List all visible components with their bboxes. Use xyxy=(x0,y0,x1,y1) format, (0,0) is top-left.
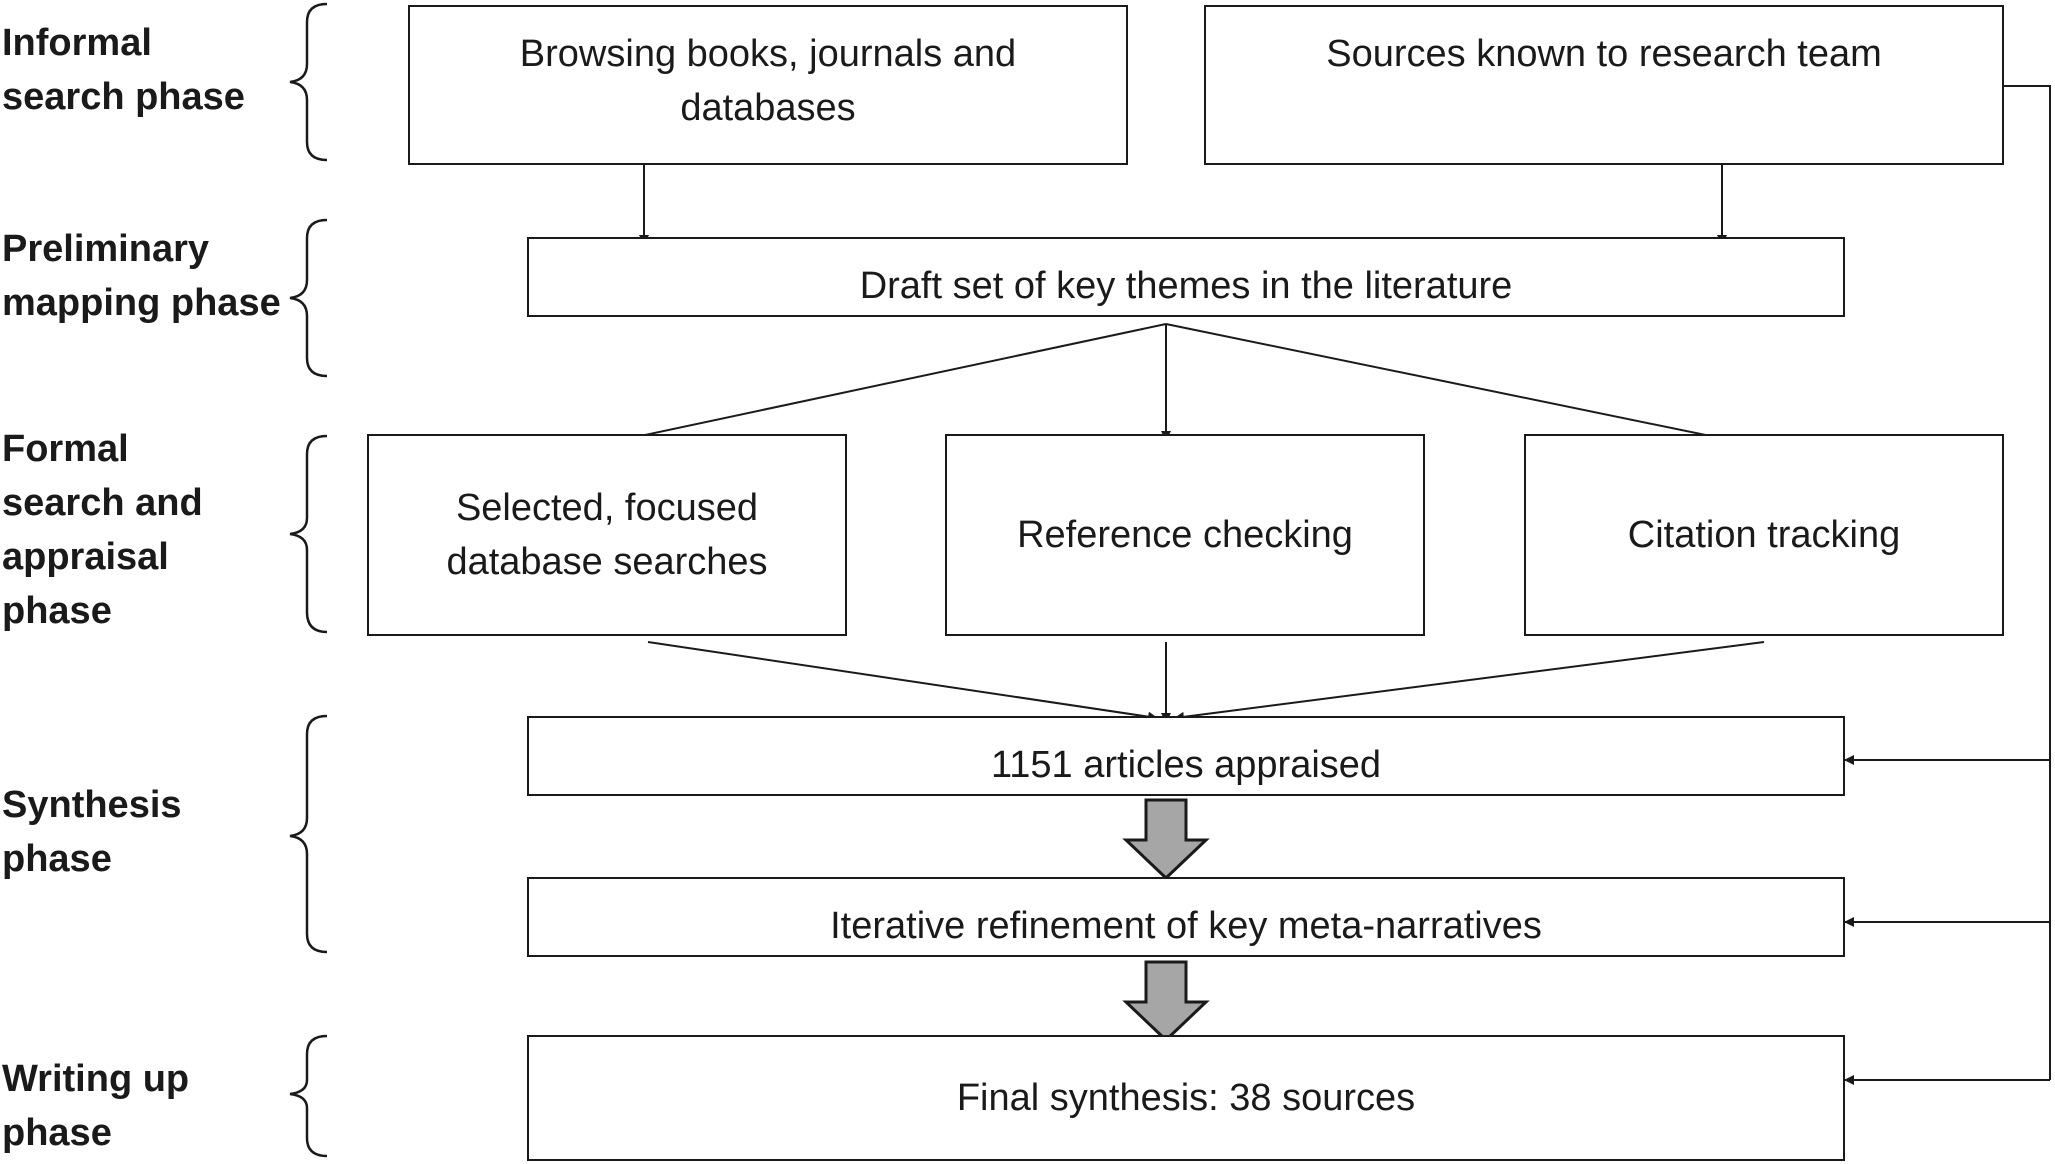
brace-informal xyxy=(289,2,328,162)
arrow-database-to-appraised xyxy=(647,641,1158,722)
phase-label-informal: Informal search phase xyxy=(2,22,245,118)
brace-writing xyxy=(289,1034,328,1158)
arrow-citation-to-appraised xyxy=(1174,641,1765,722)
arrow-themes-to-citation xyxy=(1165,323,1765,451)
box-iterative-refinement: Iterative refinement of key meta-narrati… xyxy=(527,877,1845,957)
phase-label-formal: Formal search and appraisal phase xyxy=(2,428,203,632)
box-draft-themes: Draft set of key themes in the literatur… xyxy=(527,237,1845,317)
brace-preliminary xyxy=(289,218,328,378)
box-browsing: Browsing books, journals and databases xyxy=(408,5,1128,165)
phase-label-writing: Writing up phase xyxy=(2,1058,190,1154)
box-sources-known: Sources known to research team xyxy=(1204,5,2004,165)
brace-formal xyxy=(289,434,328,634)
block-arrow-appraised-to-refinement xyxy=(1122,798,1210,881)
box-articles-appraised: 1151 articles appraised xyxy=(527,716,1845,796)
box-final-synthesis: Final synthesis: 38 sources xyxy=(527,1035,1845,1161)
box-reference-checking: Reference checking xyxy=(945,434,1425,636)
phase-label-preliminary: Preliminary mapping phase xyxy=(2,228,281,324)
phase-label-synthesis: Synthesis phase xyxy=(2,784,182,880)
brace-synthesis xyxy=(289,714,328,954)
block-arrow-refinement-to-final xyxy=(1122,960,1210,1043)
box-citation-tracking: Citation tracking xyxy=(1524,434,2004,636)
arrow-themes-to-database xyxy=(611,323,1167,446)
feedback-line xyxy=(2002,85,2051,1080)
box-database-searches: Selected, focused database searches xyxy=(367,434,847,636)
